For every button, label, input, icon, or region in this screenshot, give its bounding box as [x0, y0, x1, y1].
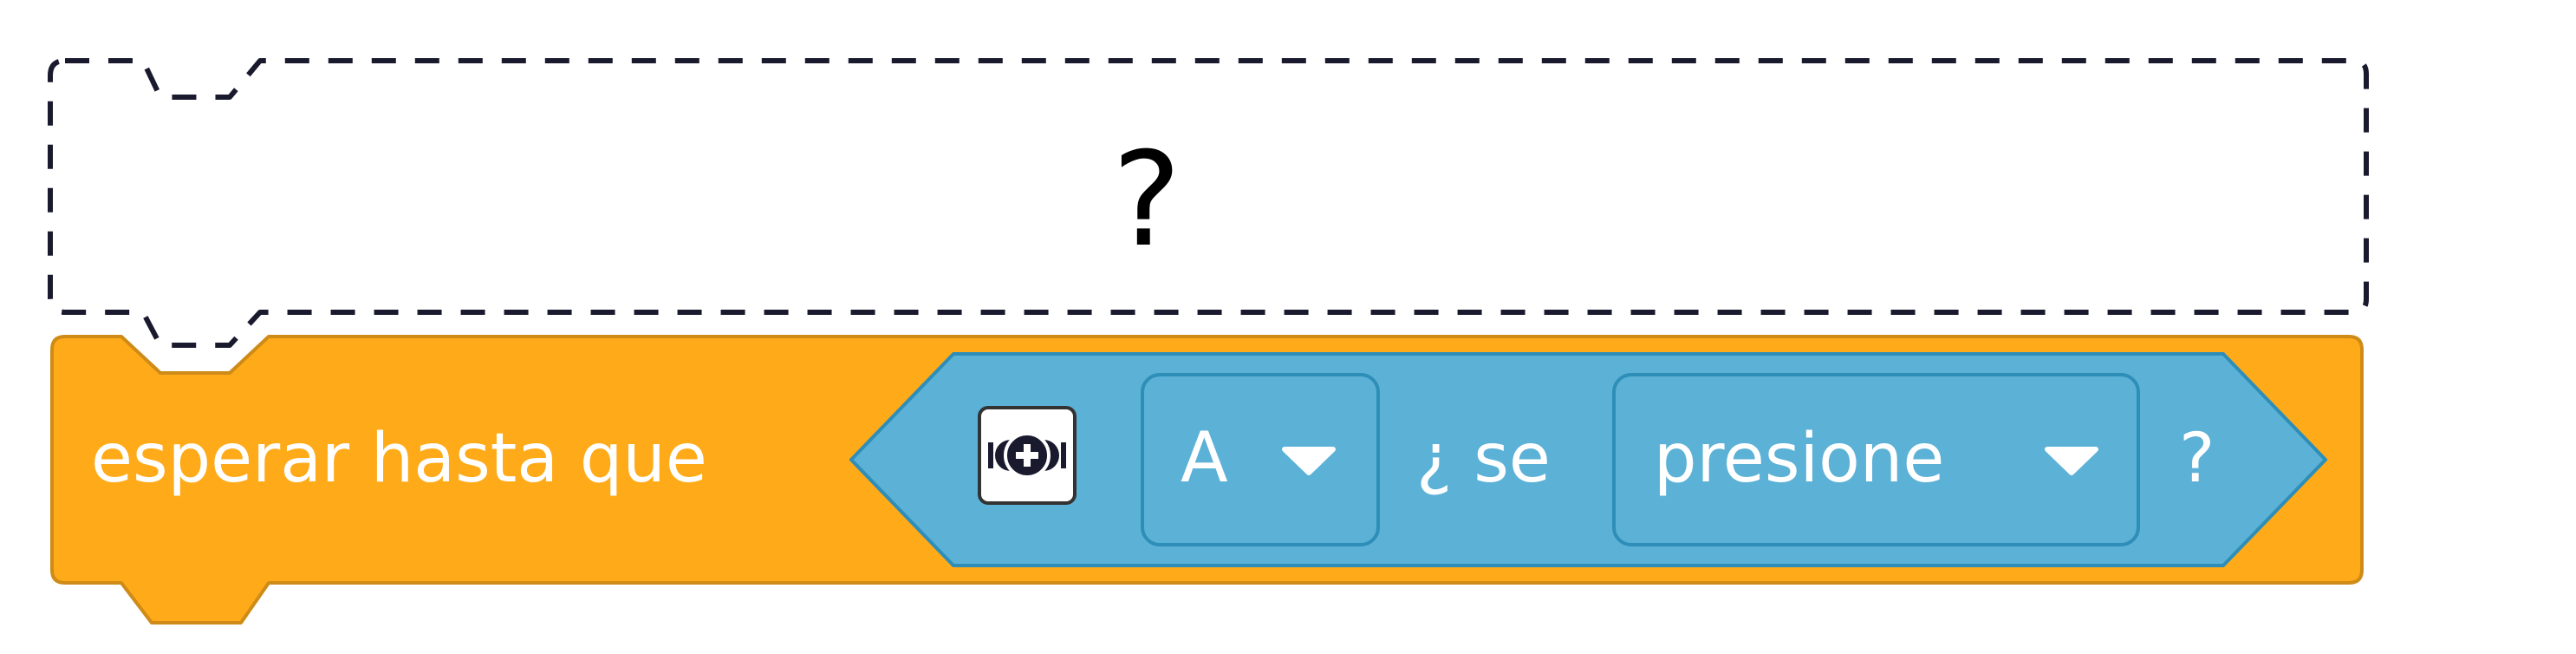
state-dropdown-field [1612, 373, 2140, 546]
chevron-down-icon [2045, 447, 2098, 475]
controller-button-icon [978, 406, 1077, 505]
condition-end-text: ? [2179, 420, 2215, 498]
empty-slot-placeholder[interactable]: ? [48, 58, 2369, 348]
wait-until-label: esperar hasta que [91, 420, 707, 498]
wait-until-block[interactable]: esperar hasta que A ¿ se [50, 335, 2364, 625]
button-dropdown[interactable]: A [1141, 373, 1380, 546]
button-condition[interactable]: A ¿ se presione ? [849, 352, 2327, 567]
placeholder-outline [48, 58, 2369, 348]
placeholder-question-mark: ? [1112, 125, 1181, 276]
state-dropdown[interactable]: presione [1612, 373, 2140, 546]
condition-middle-text: ¿ se [1416, 420, 1551, 498]
state-dropdown-value: presione [1654, 420, 1944, 498]
button-dropdown-field [1141, 373, 1380, 546]
button-dropdown-value: A [1181, 417, 1228, 498]
chevron-down-icon [1282, 447, 1336, 475]
